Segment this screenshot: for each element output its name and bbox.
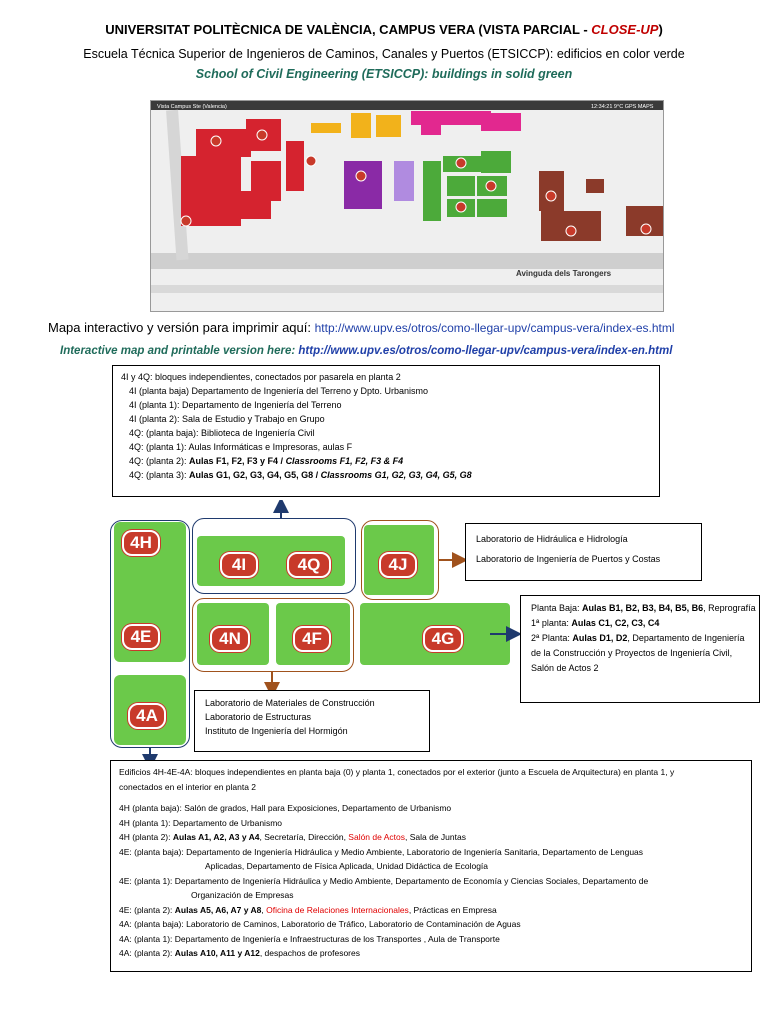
campus-map: Vista Campus Ste (Valencia) 12:34:21 9°C… xyxy=(150,100,664,312)
group-outline-4h-4e-4a xyxy=(110,520,190,748)
info-line: 4A: (planta 1): Departamento de Ingenier… xyxy=(119,933,500,944)
info-box-4j: Laboratorio de Hidráulica e Hidrología L… xyxy=(465,523,702,581)
building-badge-4i: 4I xyxy=(220,552,258,578)
info-line: conectados en el interior en planta 2 xyxy=(119,781,257,792)
building-badge-4j: 4J xyxy=(379,552,417,578)
info-line: de la Construcción y Proyectos de Ingeni… xyxy=(531,648,733,658)
info-line: 2ª Planta: Aulas D1, D2, Departamento de… xyxy=(531,633,745,643)
map-toolbar-left: Vista Campus Ste (Valencia) xyxy=(157,104,227,110)
info-line: 4Q: (planta 2): Aulas F1, F2, F3 y F4 / … xyxy=(129,456,404,466)
info-line: 4Q: (planta 1): Aulas Informáticas e Imp… xyxy=(129,442,353,452)
info-line: 4I (planta 2): Sala de Estudio y Trabajo… xyxy=(129,414,325,424)
map-link-en-line: Interactive map and printable version he… xyxy=(60,345,673,357)
info-line: 4I (planta baja) Departamento de Ingenie… xyxy=(129,386,429,396)
info-line: 4I (planta 1): Departamento de Ingenierí… xyxy=(129,400,342,410)
info-line: 4A: (planta baja): Laboratorio de Camino… xyxy=(119,919,521,929)
info-line: 4Q: (planta 3): Aulas G1, G2, G3, G4, G5… xyxy=(129,470,472,480)
info-line: Laboratorio de Materiales de Construcció… xyxy=(205,698,375,708)
group-outline-4n-4f xyxy=(192,598,354,672)
group-outline-4j xyxy=(361,520,439,600)
connector-arrows xyxy=(142,500,522,765)
info-box-4i-4q: 4I y 4Q: bloques independientes, conecta… xyxy=(112,365,660,497)
info-line: Aplicadas, Departamento de Física Aplica… xyxy=(205,861,489,871)
building-badge-4q: 4Q xyxy=(287,552,331,578)
info-line: 4E: (planta 2): Aulas A5, A6, A7 y A8, O… xyxy=(119,904,497,915)
info-line: Organización de Empresas xyxy=(191,890,294,900)
info-line: 4H (planta baja): Salón de grados, Hall … xyxy=(119,803,452,813)
building-badge-4n: 4N xyxy=(210,626,250,652)
info-box-4n-4f: Laboratorio de Materiales de Construcció… xyxy=(194,690,430,752)
building-badge-4e: 4E xyxy=(122,624,160,650)
map-toolbar-right: 12:34:21 9°C GPS MAPS xyxy=(591,104,654,110)
subtitle-en: School of Civil Engineering (ETSICCP): b… xyxy=(195,67,573,81)
page-title: UNIVERSITAT POLITÈCNICA DE VALÈNCIA, CAM… xyxy=(105,22,663,37)
info-line: Laboratorio de Ingeniería de Puertos y C… xyxy=(476,554,661,564)
map-link-en[interactable]: http://www.upv.es/otros/como-llegar-upv/… xyxy=(298,345,673,357)
building-badge-4f: 4F xyxy=(293,626,331,652)
info-line: 4H (planta 2): Aulas A1, A2, A3 y A4, Se… xyxy=(119,832,466,842)
info-line: 4A: (planta 2): Aulas A10, A11 y A12, de… xyxy=(119,948,360,958)
info-line: Planta Baja: Aulas B1, B2, B3, B4, B5, B… xyxy=(531,603,756,613)
campus-map-drawing: Vista Campus Ste (Valencia) 12:34:21 9°C… xyxy=(151,101,663,311)
info-line: Laboratorio de Estructuras xyxy=(205,712,312,722)
info-line: Laboratorio de Hidráulica e Hidrología xyxy=(476,534,628,544)
map-link-es-line: Mapa interactivo y versión para imprimir… xyxy=(48,320,675,335)
info-line: Edificios 4H-4E-4A: bloques independient… xyxy=(119,767,675,777)
info-line: 4I y 4Q: bloques independientes, conecta… xyxy=(121,372,401,382)
info-line: Instituto de Ingeniería del Hormigón xyxy=(205,726,348,736)
info-line: 4E: (planta 1): Departamento de Ingenier… xyxy=(119,875,649,886)
building-badge-4h: 4H xyxy=(122,530,160,556)
info-line: 4E: (planta baja): Departamento de Ingen… xyxy=(119,846,644,857)
group-outline-4i-4q xyxy=(192,518,356,594)
info-line: 4H (planta 1): Departamento de Urbanismo xyxy=(119,817,282,828)
building-diagram: 4H 4E 4A 4I 4Q 4J 4N 4F 4G xyxy=(0,500,768,765)
building-badge-4g: 4G xyxy=(423,626,463,652)
subtitle-es: Escuela Técnica Superior de Ingenieros d… xyxy=(83,47,685,61)
map-link-es[interactable]: http://www.upv.es/otros/como-llegar-upv/… xyxy=(314,321,675,335)
info-box-4g: Planta Baja: Aulas B1, B2, B3, B4, B5, B… xyxy=(520,595,760,703)
info-line: Salón de Actos 2 xyxy=(531,663,599,673)
info-line: 4Q: (planta baja): Biblioteca de Ingenie… xyxy=(129,428,315,438)
info-line: 1ª planta: Aulas C1, C2, C3, C4 xyxy=(531,618,660,628)
info-box-4h-4e-4a: Edificios 4H-4E-4A: bloques independient… xyxy=(110,760,752,972)
map-avenue-label: Avinguda dels Tarongers xyxy=(516,269,612,278)
building-badge-4a: 4A xyxy=(128,703,166,729)
